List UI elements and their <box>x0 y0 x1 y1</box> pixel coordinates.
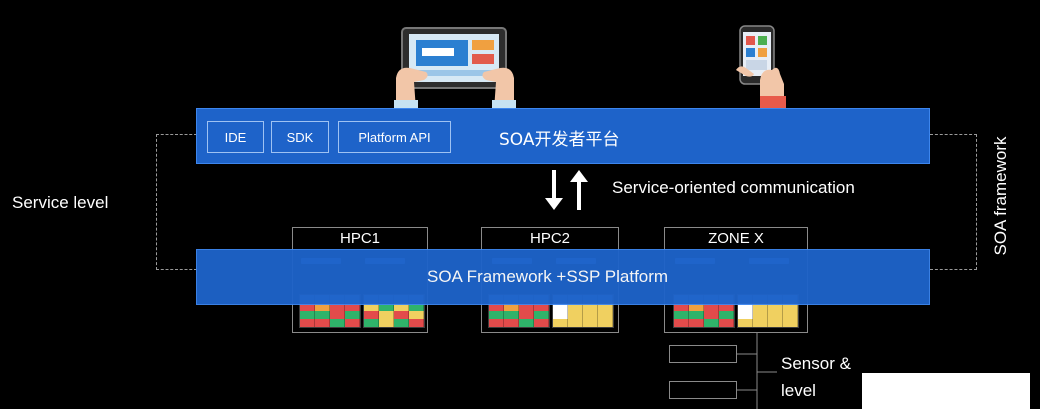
tablet-hands-illustration <box>394 27 516 110</box>
node-label: HPC2 <box>529 230 570 247</box>
node-label: HPC1 <box>339 230 380 247</box>
node-label: ZONE X <box>708 230 764 247</box>
soa-framework-frame <box>930 134 977 270</box>
framework-title: SOA Framework +SSP Platform <box>427 267 669 286</box>
tool-sdk: SDK <box>271 121 329 153</box>
overlay-patch <box>862 373 1030 409</box>
tool-platform-api: Platform API <box>338 121 451 153</box>
soa-developer-platform-bar: IDE SDK Platform API SOA开发者平台 <box>196 108 930 164</box>
soa-framework-ssp-bar: SOA Framework +SSP Platform <box>196 249 930 305</box>
communication-label: Service-oriented communication <box>612 178 855 197</box>
bidirectional-arrow-icon <box>545 170 588 210</box>
sensor-connector-lines <box>737 332 777 409</box>
platform-title: SOA开发者平台 <box>499 130 620 150</box>
tool-ide: IDE <box>207 121 264 153</box>
phone-hand-illustration <box>736 25 786 108</box>
sensor-box <box>669 381 737 399</box>
sensor-level-label: level <box>781 381 816 400</box>
sensor-label: Sensor & <box>781 354 851 373</box>
sensor-box <box>669 345 737 363</box>
service-level-label: Service level <box>12 193 109 212</box>
soa-framework-label: SOA framework <box>991 136 1010 256</box>
service-level-frame <box>156 134 197 270</box>
